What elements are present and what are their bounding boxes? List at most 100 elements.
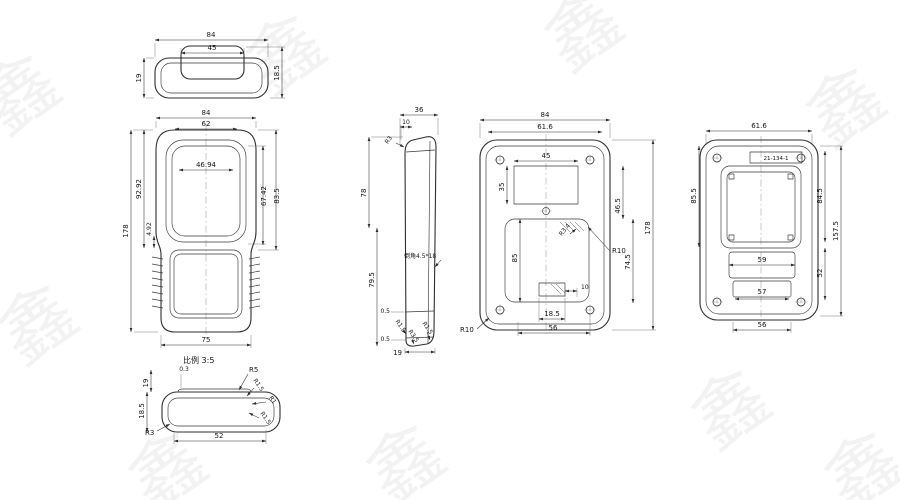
svg-text:92.92: 92.92 (135, 179, 143, 199)
screw-hole (494, 154, 506, 166)
dim-section-h1: 19 (142, 369, 153, 393)
dim-side-bottom-width: 19 (393, 349, 436, 357)
svg-text:74.5: 74.5 (624, 254, 632, 270)
watermark-glyph: 鑫 (791, 51, 900, 164)
front-screen-bezel (165, 139, 247, 243)
front-outline (155, 129, 257, 333)
svg-text:84.5: 84.5 (816, 188, 824, 204)
watermark-glyph: 鑫 (0, 38, 76, 151)
svg-text:R10: R10 (460, 326, 474, 334)
dim-back-h1: 35 (498, 165, 509, 205)
dim-back-width3: 45 (513, 152, 579, 163)
svg-text:84: 84 (541, 111, 550, 119)
radius-label-back-r10-left: R10 (460, 317, 490, 334)
svg-text:R1.5: R1.5 (251, 378, 265, 393)
svg-text:52: 52 (215, 432, 224, 440)
svg-text:61.6: 61.6 (751, 122, 767, 130)
side-outline (404, 136, 437, 347)
screw-hole (795, 296, 807, 308)
front-lower-opening (169, 249, 243, 319)
dim-front-left-h2: 4.92 (146, 222, 156, 249)
svg-text:157.5: 157.5 (832, 221, 840, 241)
dim-back-total-height: 178 (644, 139, 655, 331)
right-corner-pad (728, 173, 735, 180)
dim-back-width2: 61.6 (487, 123, 603, 134)
dim-right-left-height: 85.5 (690, 145, 701, 248)
svg-text:R3.5: R3.5 (406, 329, 420, 344)
svg-text:85: 85 (511, 254, 519, 263)
right-corner-pad (787, 234, 794, 241)
svg-text:4.92: 4.92 (146, 222, 153, 236)
section-outline (161, 391, 281, 433)
right-screen-window (726, 171, 796, 243)
svg-text:78: 78 (360, 189, 368, 198)
svg-text:R1.5: R1.5 (420, 321, 434, 336)
watermark-glyph: 鑫 (231, 0, 341, 111)
part-number-plate (749, 151, 803, 164)
dim-back-h4: 74.5 (624, 218, 635, 304)
svg-text:178: 178 (644, 221, 652, 234)
svg-text:10: 10 (581, 284, 589, 291)
svg-text:178: 178 (122, 224, 130, 237)
svg-text:36: 36 (415, 106, 424, 114)
svg-text:84: 84 (202, 109, 211, 117)
svg-text:45: 45 (208, 44, 217, 52)
screw-hole (711, 152, 723, 164)
svg-text:R3.4: R3.4 (558, 222, 572, 237)
dim-top-width: 84 (154, 31, 269, 42)
top-view: 84 45 19 18.5 (135, 31, 285, 99)
right-corner-pad (728, 234, 735, 241)
svg-text:67.42: 67.42 (260, 186, 268, 206)
dim-right-w2: 59 (728, 256, 796, 267)
back-lower-pocket (504, 218, 590, 303)
dim-front-width2: 62 (174, 120, 238, 131)
watermark-glyph: 鑫 (809, 415, 900, 500)
part-number-label: 21-134-1 (764, 156, 789, 162)
svg-text:10: 10 (402, 119, 410, 126)
top-view-outline (154, 57, 269, 99)
back-inner-line (485, 145, 605, 325)
screw-hole (795, 152, 807, 164)
section-view: 19 18.5 0.3 R5 R3 52 R1.5 R1 R1.5 (138, 366, 281, 444)
dim-back-w4: 10 (564, 284, 589, 293)
dim-front-screen-width: 46.94 (178, 161, 234, 172)
svg-text:84: 84 (207, 31, 216, 39)
screw-hole (494, 304, 506, 316)
svg-text:R10: R10 (612, 247, 626, 255)
dim-back-w5: 18.5 (538, 310, 566, 321)
svg-text:79.5: 79.5 (368, 272, 376, 288)
dim-front-right-h1: 67.42 (260, 145, 268, 246)
svg-text:19: 19 (135, 74, 143, 83)
back-outline (479, 139, 611, 331)
right-lower-slot (732, 280, 792, 298)
front-grip-ribs-left (151, 256, 164, 309)
screw-hole (711, 296, 723, 308)
svg-text:46.5: 46.5 (614, 198, 622, 214)
dim-section-step: 0.3 (179, 366, 189, 373)
dim-right-total-height: 157.5 (832, 145, 843, 317)
dim-back-h2: 85 (511, 218, 522, 303)
dim-front-total-height: 178 (122, 129, 133, 333)
svg-text:R5: R5 (249, 366, 258, 374)
screw-hole (584, 154, 596, 166)
dim-right-h1: 84.5 (816, 150, 827, 243)
svg-text:56: 56 (758, 321, 767, 329)
right-inner-line (705, 145, 813, 315)
svg-text:18.5: 18.5 (138, 403, 146, 419)
dim-side-t2: 0.5 (380, 336, 390, 343)
front-view: 84 62 46.94 92.92 4.92 178 67.42 83.5 (122, 109, 281, 365)
dim-front-left-h1: 92.92 (135, 129, 146, 249)
dim-side-h2: 79.5 (368, 227, 379, 347)
svg-text:R3: R3 (145, 429, 154, 437)
front-grip-ribs-right (248, 256, 261, 309)
watermark-glyph: 鑫 (529, 0, 639, 88)
svg-text:61.6: 61.6 (537, 123, 553, 131)
svg-text:62: 62 (202, 120, 211, 128)
watermark-glyph: 鑫 (351, 408, 461, 500)
chamfer-note: 倒角4.5*18 (404, 252, 442, 268)
back-upper-pocket (513, 165, 579, 205)
dim-side-width: 36 (399, 106, 439, 117)
section-inner-line (167, 397, 275, 427)
dim-side-h1: 78 (360, 136, 371, 229)
